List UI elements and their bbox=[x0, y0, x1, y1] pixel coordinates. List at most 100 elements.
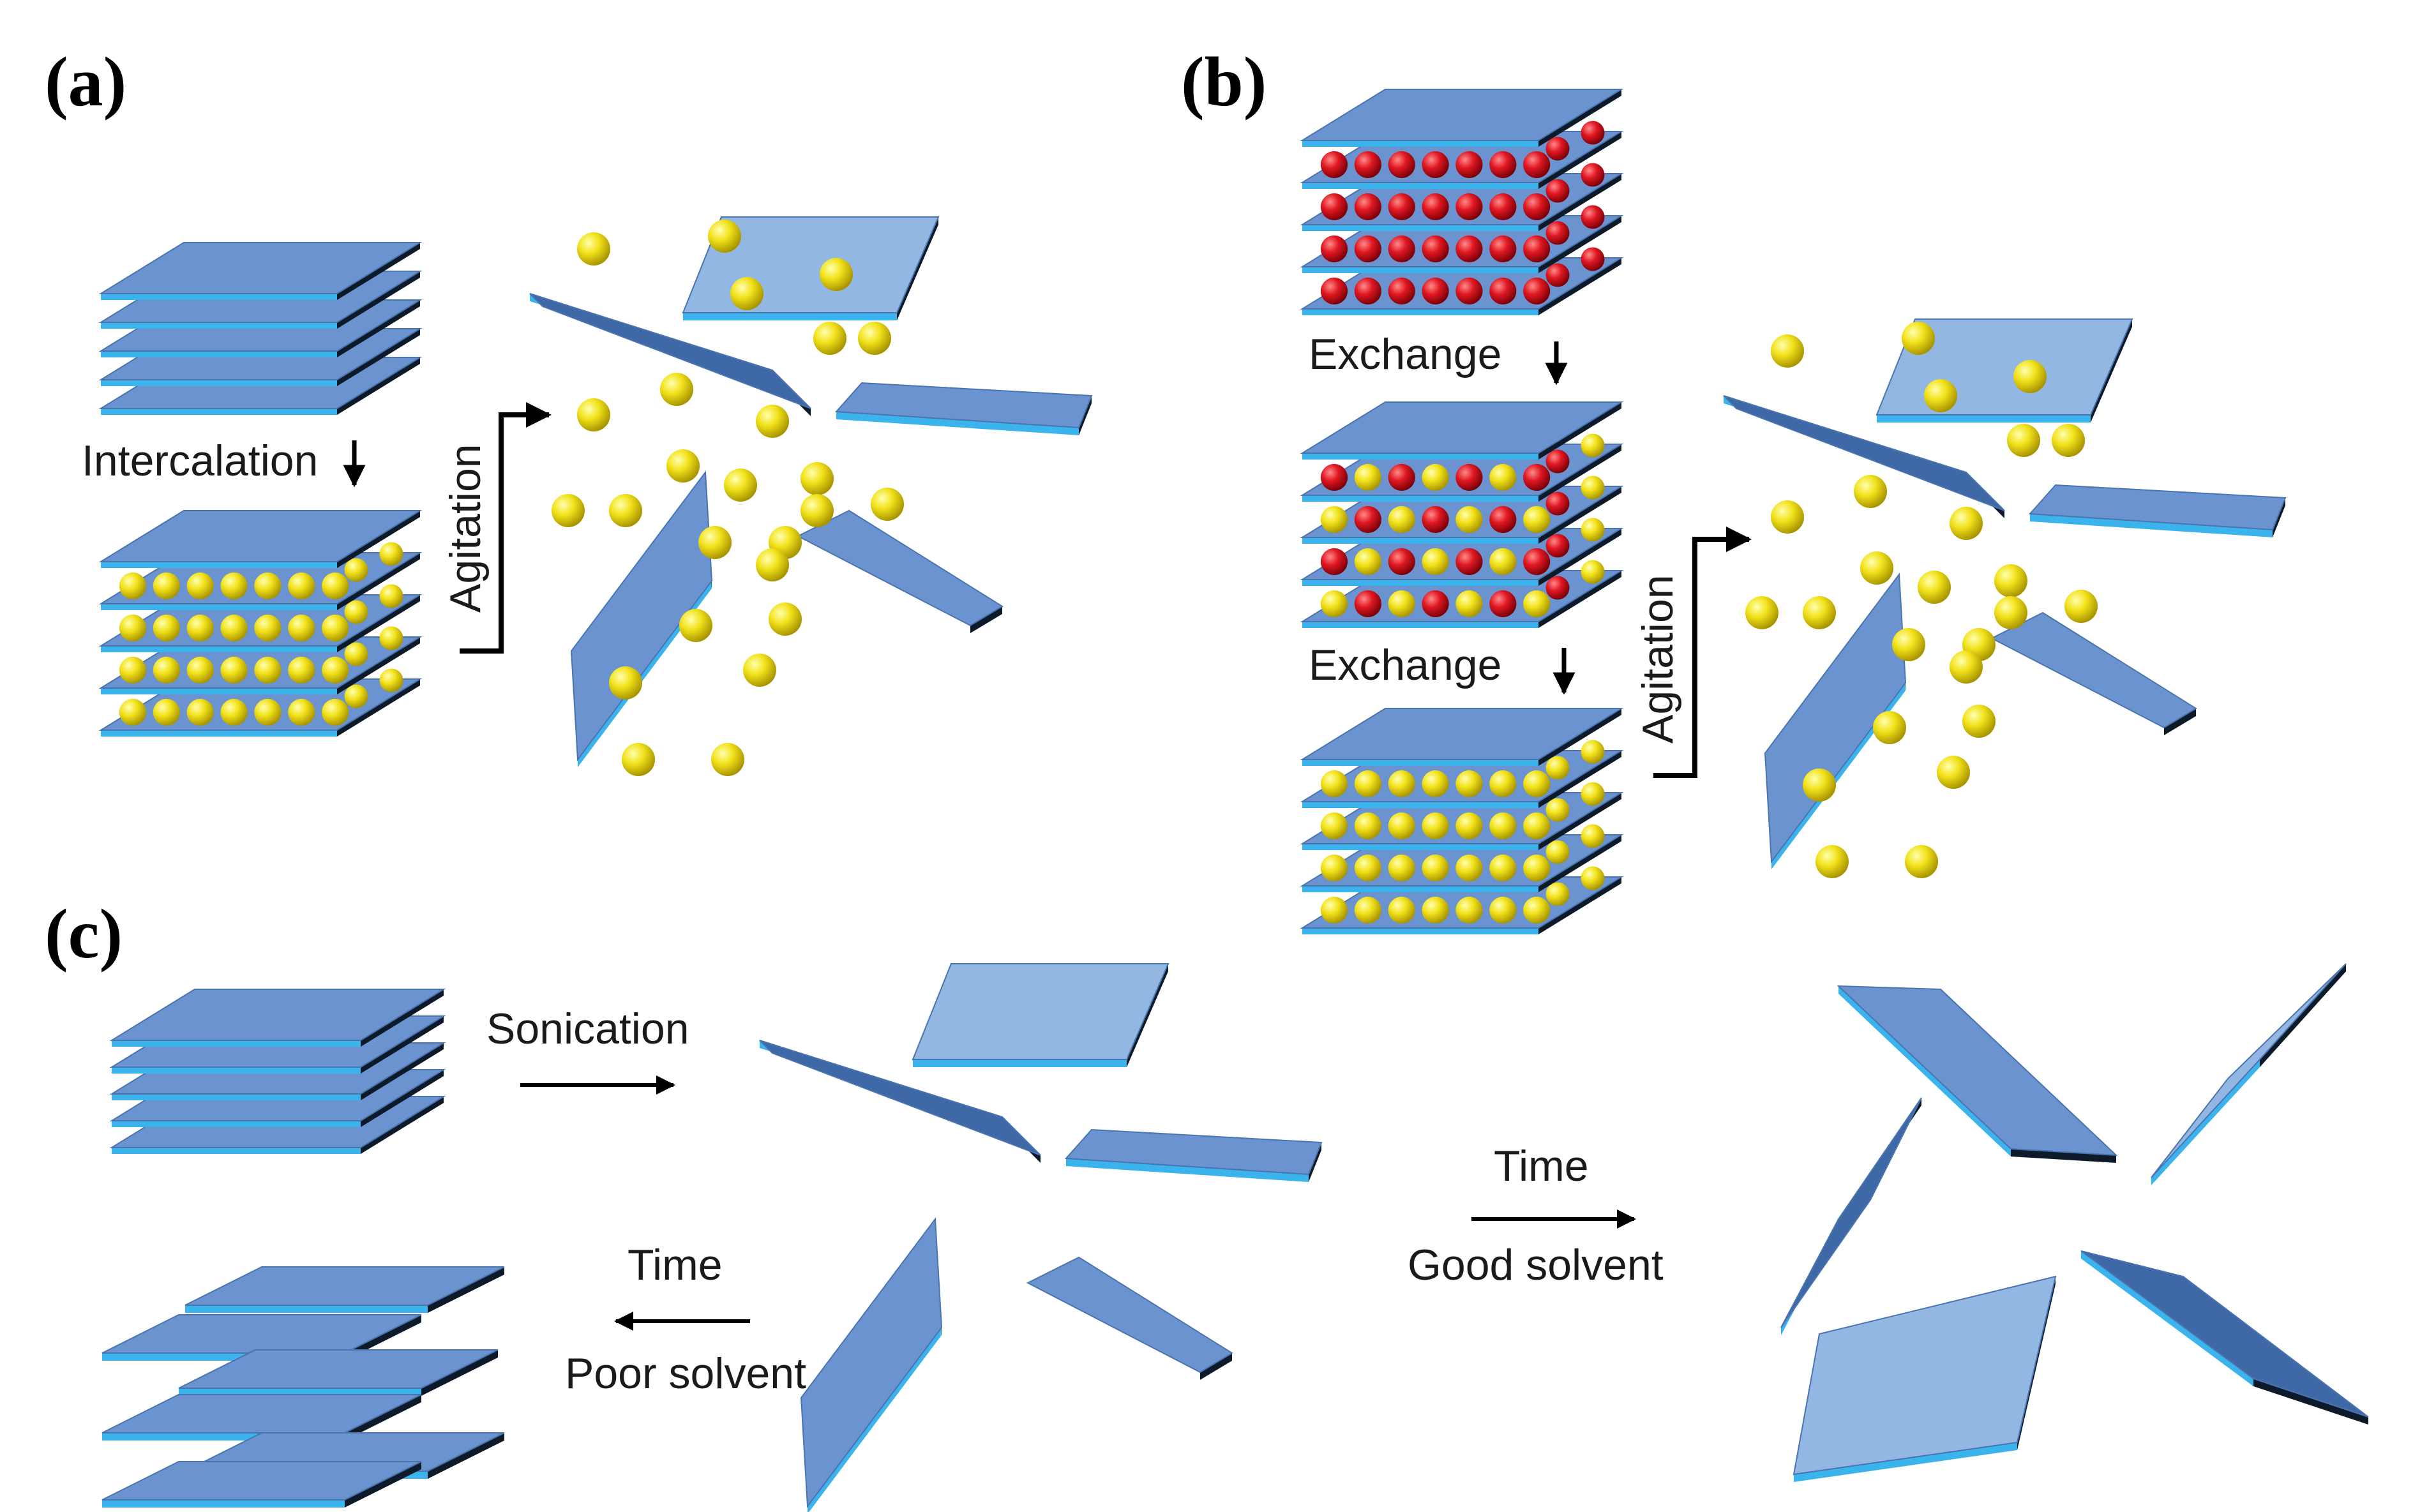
free-particle bbox=[820, 258, 853, 291]
intercalant-particle bbox=[1489, 151, 1517, 179]
sheet-side-edge bbox=[337, 553, 420, 610]
intercalant-particle bbox=[1523, 896, 1551, 924]
sheet-side-edge bbox=[337, 357, 420, 415]
sheet-front-edge bbox=[102, 1500, 345, 1508]
sheet-side-edge bbox=[337, 329, 420, 386]
intercalant-particle bbox=[1523, 193, 1551, 221]
panel-label-c: (c) bbox=[45, 895, 123, 973]
sheet-front-edge bbox=[101, 294, 337, 300]
sheet-front-edge bbox=[1066, 1158, 1309, 1182]
pristine-stack-c bbox=[109, 989, 446, 1154]
free-particle bbox=[552, 494, 585, 527]
intercalant-particle bbox=[1354, 590, 1381, 618]
sheet-front-edge bbox=[1302, 580, 1538, 586]
intercalant-particle bbox=[220, 656, 248, 684]
intercalant-particle bbox=[1388, 505, 1415, 534]
intercalant-particle bbox=[1523, 854, 1551, 882]
free-particle bbox=[1892, 628, 1925, 661]
intercalant-particle bbox=[1581, 475, 1605, 500]
sheet-front-edge bbox=[2081, 1251, 2253, 1386]
intercalant-particle bbox=[1320, 548, 1348, 576]
intercalant-particle bbox=[119, 656, 147, 684]
intercalation-label: Intercalation bbox=[82, 437, 318, 485]
intercalant-particle bbox=[1388, 854, 1415, 882]
intercalant-particle bbox=[322, 614, 349, 642]
intercalant-particle bbox=[220, 698, 248, 726]
intercalant-particle bbox=[119, 698, 147, 726]
intercalant-particle bbox=[288, 698, 315, 726]
intercalant-particle bbox=[322, 572, 349, 600]
sheet-top-face bbox=[101, 1461, 422, 1501]
sheet-front-edge bbox=[1877, 415, 2091, 423]
sheet-side-edge bbox=[428, 1433, 504, 1479]
intercalant-particle bbox=[1354, 505, 1381, 534]
exfoliated-sheet bbox=[834, 382, 1093, 435]
intercalant-particle bbox=[288, 614, 315, 642]
intercalant-particle bbox=[1545, 137, 1570, 161]
intercalant-particle bbox=[1545, 576, 1570, 600]
intercalant-particle bbox=[1422, 770, 1449, 798]
intercalant-particle bbox=[1320, 151, 1348, 179]
free-particle bbox=[622, 743, 655, 776]
intercalant-particle bbox=[1489, 193, 1517, 221]
intercalant-particle bbox=[379, 668, 403, 692]
sheet-top-face bbox=[1764, 573, 1907, 864]
intercalant-particle bbox=[186, 614, 214, 642]
panel-label-a: (a) bbox=[45, 43, 126, 121]
intercalant-particle bbox=[1422, 812, 1449, 840]
intercalant-particle bbox=[1489, 854, 1517, 882]
intercalant-particle bbox=[1354, 277, 1381, 305]
sheet-front-edge bbox=[101, 562, 337, 568]
intercalant-particle bbox=[1422, 463, 1449, 491]
sheet-front-edge bbox=[913, 1059, 1127, 1067]
intercalant-particle bbox=[119, 572, 147, 600]
sheet-top-face bbox=[1793, 1275, 2057, 1476]
intercalant-particle bbox=[1489, 505, 1517, 534]
intercalant-particle bbox=[1523, 812, 1551, 840]
stack-layer bbox=[1300, 708, 1624, 766]
free-particle bbox=[698, 526, 732, 559]
sheet-front-edge bbox=[101, 351, 337, 357]
dispersed-sheet bbox=[2151, 963, 2347, 1185]
time-label-left: Time bbox=[628, 1241, 723, 1289]
exfoliated-cluster-b bbox=[1723, 318, 2287, 869]
dispersed-sheet bbox=[2080, 1250, 2369, 1425]
sheet-side-edge bbox=[1538, 486, 1621, 544]
intercalant-particle bbox=[1388, 277, 1415, 305]
exfoliated-sheet bbox=[796, 509, 1004, 633]
free-particle bbox=[679, 609, 712, 642]
sheet-top-face bbox=[796, 509, 1004, 627]
sheet-side-edge bbox=[2011, 1149, 2116, 1163]
sheet-side-edge bbox=[337, 595, 420, 652]
sheet-top-face bbox=[1300, 401, 1624, 454]
sheet-top-face bbox=[1780, 1097, 1922, 1328]
intercalant-particle bbox=[1523, 277, 1551, 305]
sheet-side-edge bbox=[1200, 1353, 1232, 1380]
free-particle bbox=[871, 488, 904, 521]
sheet-side-edge bbox=[337, 271, 420, 329]
free-particle bbox=[1815, 845, 1849, 878]
intercalant-particle bbox=[254, 656, 282, 684]
intercalant-particles bbox=[552, 220, 2098, 878]
sheet-front-edge bbox=[101, 380, 337, 386]
sheet-front-edge bbox=[1302, 453, 1538, 460]
intercalant-particle bbox=[1581, 518, 1605, 542]
intercalant-particle bbox=[153, 572, 180, 600]
intercalant-particle bbox=[1581, 163, 1605, 187]
sheet-side-edge bbox=[361, 1043, 444, 1100]
sheet-top-face bbox=[912, 963, 1169, 1060]
intercalant-particle bbox=[186, 698, 214, 726]
intercalant-particle bbox=[1545, 449, 1570, 474]
intercalant-particle bbox=[1320, 812, 1348, 840]
agitation-label-a: Agitation bbox=[441, 444, 490, 613]
sheet-top-face bbox=[1064, 1128, 1323, 1176]
sheet-side-edge bbox=[337, 300, 420, 357]
agitation-label-b: Agitation bbox=[1634, 574, 1682, 744]
free-particle bbox=[801, 462, 834, 495]
intercalant-particle bbox=[1489, 277, 1517, 305]
free-particle bbox=[1902, 322, 1935, 355]
sheet-top-face bbox=[759, 1040, 1041, 1156]
intercalant-particle bbox=[1545, 534, 1570, 558]
free-particle bbox=[609, 666, 642, 700]
sheet-front-edge bbox=[1302, 844, 1538, 850]
